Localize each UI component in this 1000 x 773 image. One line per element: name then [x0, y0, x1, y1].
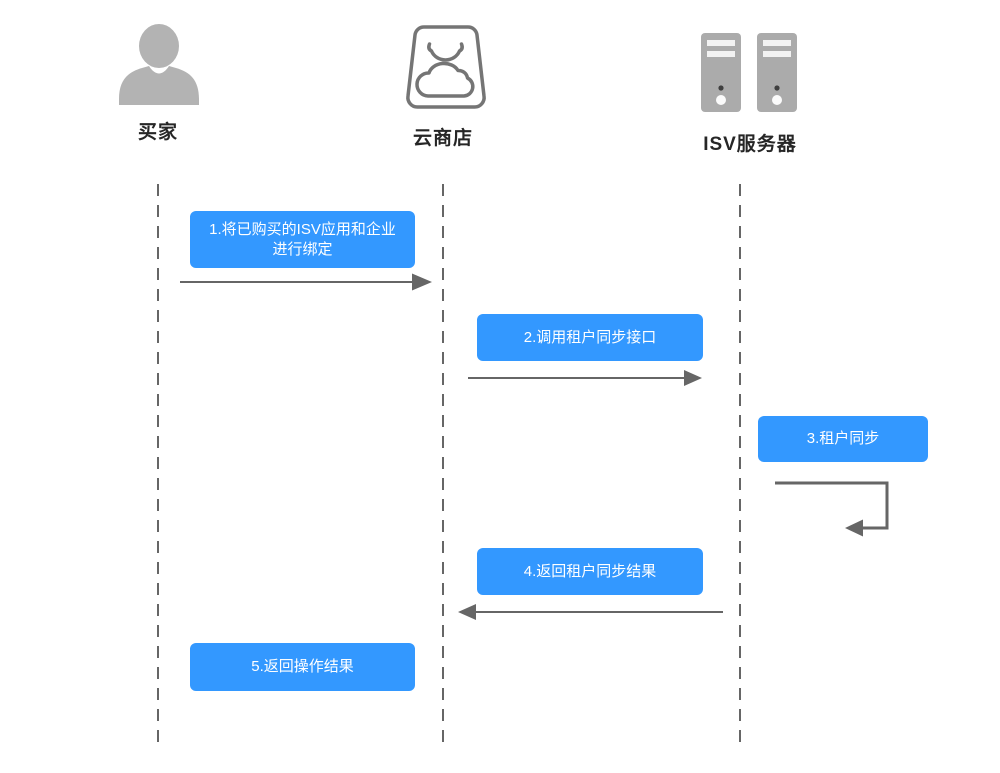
arrow-step2-right	[468, 370, 702, 386]
arrow-step1-right	[180, 273, 432, 291]
message-box-step3: 3.租户同步	[758, 416, 928, 462]
arrowhead-left-icon	[845, 519, 863, 537]
arrow-step3-self-loop	[775, 481, 889, 537]
arrowhead-right-icon	[412, 273, 432, 291]
arrow-step4-left	[458, 604, 723, 620]
actor-label-cloudstore: 云商店	[412, 128, 473, 149]
actor-label-isvserver: ISV服务器	[703, 134, 797, 155]
arrowhead-right-icon	[684, 370, 702, 386]
servers-icon	[701, 33, 797, 112]
message-box-step2: 2.调用租户同步接口	[477, 314, 703, 361]
message-box-step1: 1.将已购买的ISV应用和企业 进行绑定	[190, 211, 415, 268]
store-bag-cloud-icon	[406, 25, 486, 109]
message-box-step5: 5.返回操作结果	[190, 643, 415, 691]
message-box-step4: 4.返回租户同步结果	[477, 548, 703, 595]
arrowhead-left-icon	[458, 604, 476, 620]
person-icon	[119, 24, 199, 105]
actor-label-buyer: 买家	[137, 122, 178, 143]
